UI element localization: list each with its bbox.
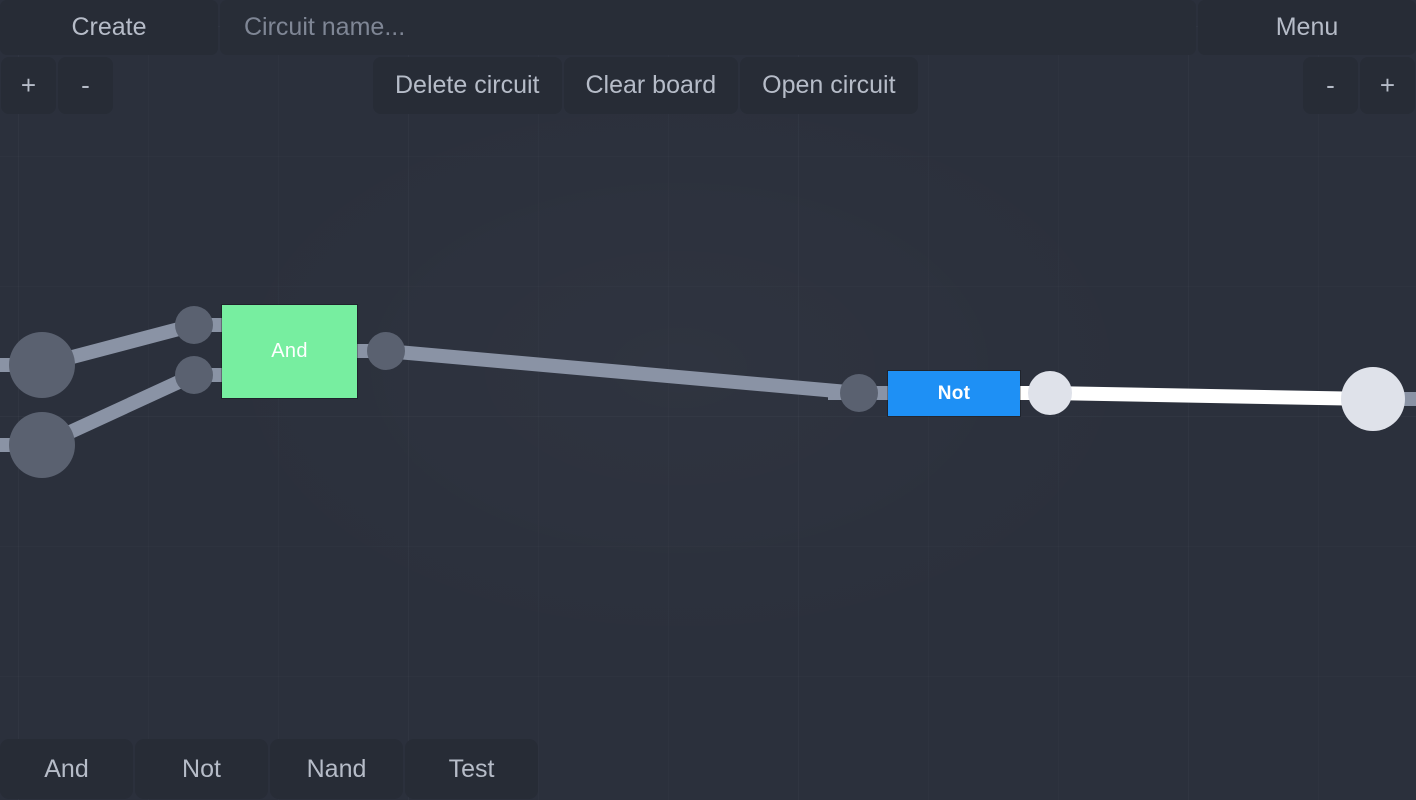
open-circuit-button[interactable]: Open circuit xyxy=(740,57,918,114)
zoom-out-left-button[interactable]: - xyxy=(58,57,113,114)
and-output[interactable] xyxy=(367,332,405,370)
clear-board-button[interactable]: Clear board xyxy=(563,57,739,114)
create-button[interactable]: Create xyxy=(0,0,218,55)
output-node[interactable] xyxy=(1341,367,1405,431)
and-input-top[interactable] xyxy=(175,306,213,344)
not-output[interactable] xyxy=(1028,371,1072,415)
toolbar-spacer-left xyxy=(114,57,372,114)
zoom-in-right-button[interactable]: + xyxy=(1360,57,1415,114)
toolbar-spacer-right xyxy=(919,57,1302,114)
and-input-bottom[interactable] xyxy=(175,356,213,394)
top-toolbar-row-2: + - Delete circuit Clear board Open circ… xyxy=(0,57,1416,114)
delete-circuit-button[interactable]: Delete circuit xyxy=(373,57,562,114)
and-gate-label: And xyxy=(271,340,308,362)
circuit-name-input[interactable] xyxy=(220,0,1196,55)
not-gate[interactable]: Not xyxy=(888,371,1020,416)
zoom-in-left-button[interactable]: + xyxy=(1,57,56,114)
not-gate-label: Not xyxy=(937,382,971,404)
input-node-b[interactable] xyxy=(9,412,75,478)
palette-item-and[interactable]: And xyxy=(0,739,133,799)
palette-item-nand[interactable]: Nand xyxy=(270,739,403,799)
input-node-a[interactable] xyxy=(9,332,75,398)
palette-item-test[interactable]: Test xyxy=(405,739,538,799)
not-input[interactable] xyxy=(840,374,878,412)
wire-not-out-to-output[interactable] xyxy=(1049,386,1374,406)
wire-and-out-to-not-in[interactable] xyxy=(385,344,860,400)
palette-item-not[interactable]: Not xyxy=(135,739,268,799)
top-toolbar-row-1: Create Menu xyxy=(0,0,1416,55)
and-gate[interactable]: And xyxy=(222,305,357,398)
zoom-out-right-button[interactable]: - xyxy=(1303,57,1358,114)
menu-button[interactable]: Menu xyxy=(1198,0,1416,55)
